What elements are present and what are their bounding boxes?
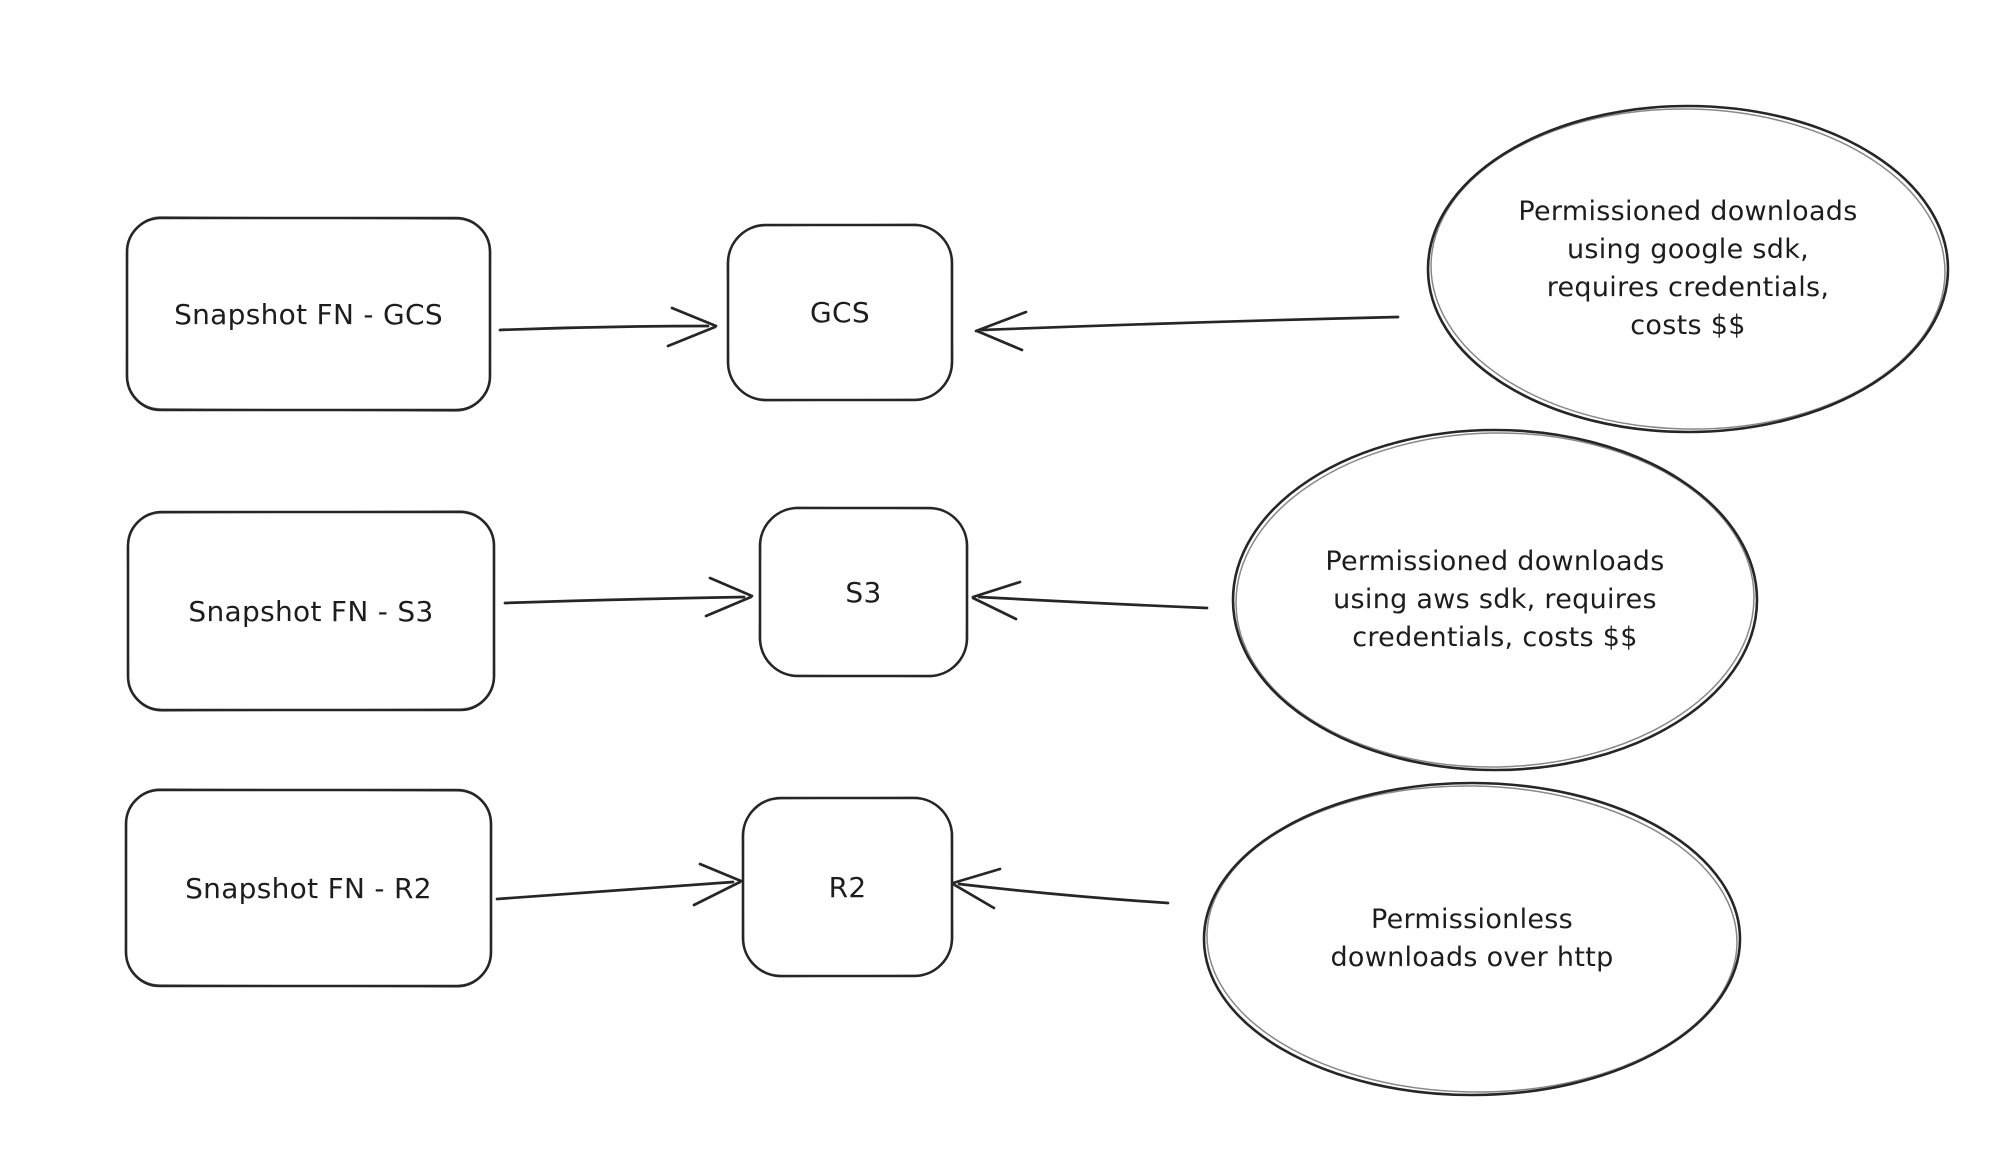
box-outline <box>726 223 954 402</box>
ellipse-outline <box>1426 104 1950 434</box>
ellipse-outline-sketch <box>1430 108 1946 430</box>
arrow-snapshot-to-gcs <box>498 306 718 348</box>
box-outline <box>125 216 492 412</box>
arrow-note-to-s3 <box>971 580 1209 621</box>
arrow-shaft <box>977 595 1209 610</box>
arrow-shaft <box>495 880 735 901</box>
ellipse-outline <box>1202 781 1742 1097</box>
target-box-r2-shape <box>741 796 954 978</box>
arrow-shaft <box>503 595 746 605</box>
arrow-head <box>971 580 1022 621</box>
arrow-note-to-gcs <box>974 310 1400 352</box>
ellipse-outline-sketch <box>1206 785 1738 1093</box>
arrow-shaft <box>980 315 1400 332</box>
target-box-gcs-shape <box>726 223 954 402</box>
source-box-gcs-shape <box>125 216 492 412</box>
arrow-head <box>974 310 1028 352</box>
arrow-snapshot-to-r2 <box>495 862 743 907</box>
source-box-s3-shape <box>126 510 496 712</box>
box-outline-sketch <box>726 223 954 402</box>
arrow-shaft <box>957 882 1170 905</box>
diagram-stroke-group <box>124 104 1950 1097</box>
box-outline-sketch <box>126 510 496 712</box>
box-outline-sketch <box>741 796 954 978</box>
box-outline-sketch <box>125 216 492 412</box>
arrow-head <box>704 576 754 618</box>
box-outline <box>126 510 496 712</box>
box-outline-sketch <box>124 788 493 988</box>
arrow-note-to-r2 <box>951 867 1170 910</box>
arrow-shaft <box>498 324 710 332</box>
box-outline <box>124 788 493 988</box>
arrow-head <box>666 306 718 348</box>
ellipse-outline <box>1231 428 1759 772</box>
note-ellipse-http-shape <box>1202 781 1742 1097</box>
note-ellipse-aws-shape <box>1231 428 1759 772</box>
note-ellipse-google-shape <box>1426 104 1950 434</box>
box-outline <box>758 506 969 678</box>
target-box-s3-shape <box>758 506 969 678</box>
box-outline <box>741 796 954 978</box>
ellipse-outline-sketch <box>1235 432 1755 768</box>
box-outline-sketch <box>758 506 969 678</box>
source-box-r2-shape <box>124 788 493 988</box>
arrow-head <box>692 862 743 907</box>
arrow-head <box>951 867 1002 910</box>
arrow-snapshot-to-s3 <box>503 576 754 618</box>
